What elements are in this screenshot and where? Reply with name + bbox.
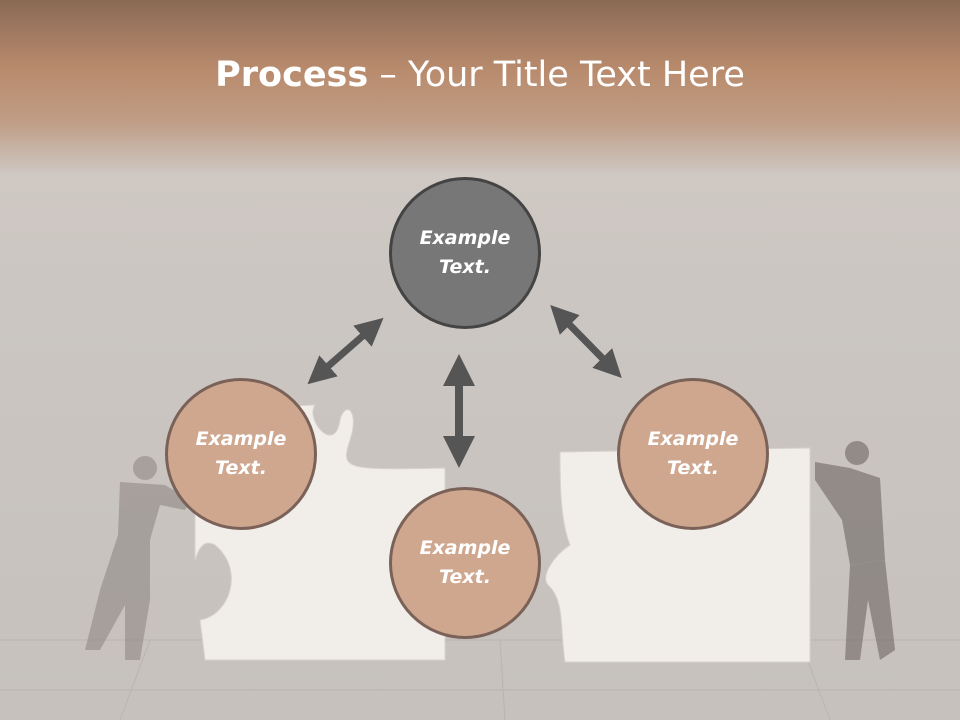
left-person-figure xyxy=(85,456,190,660)
arrow-top-left xyxy=(307,317,384,385)
slide-title: Process – Your Title Text Here xyxy=(0,52,960,98)
node-bottom: Example Text. xyxy=(389,487,541,639)
node-top-text: Example Text. xyxy=(419,227,511,278)
node-right: Example Text. xyxy=(617,378,769,530)
node-right-text: Example Text. xyxy=(647,428,739,479)
node-top: Example Text. xyxy=(389,177,541,329)
node-bottom-text: Example Text. xyxy=(419,537,511,588)
arrow-top-right xyxy=(550,305,622,378)
right-person-figure xyxy=(815,441,895,660)
node-left-text: Example Text. xyxy=(195,428,287,479)
title-rest: – Your Title Text Here xyxy=(368,55,745,95)
node-left: Example Text. xyxy=(165,378,317,530)
title-bold: Process xyxy=(215,55,369,95)
